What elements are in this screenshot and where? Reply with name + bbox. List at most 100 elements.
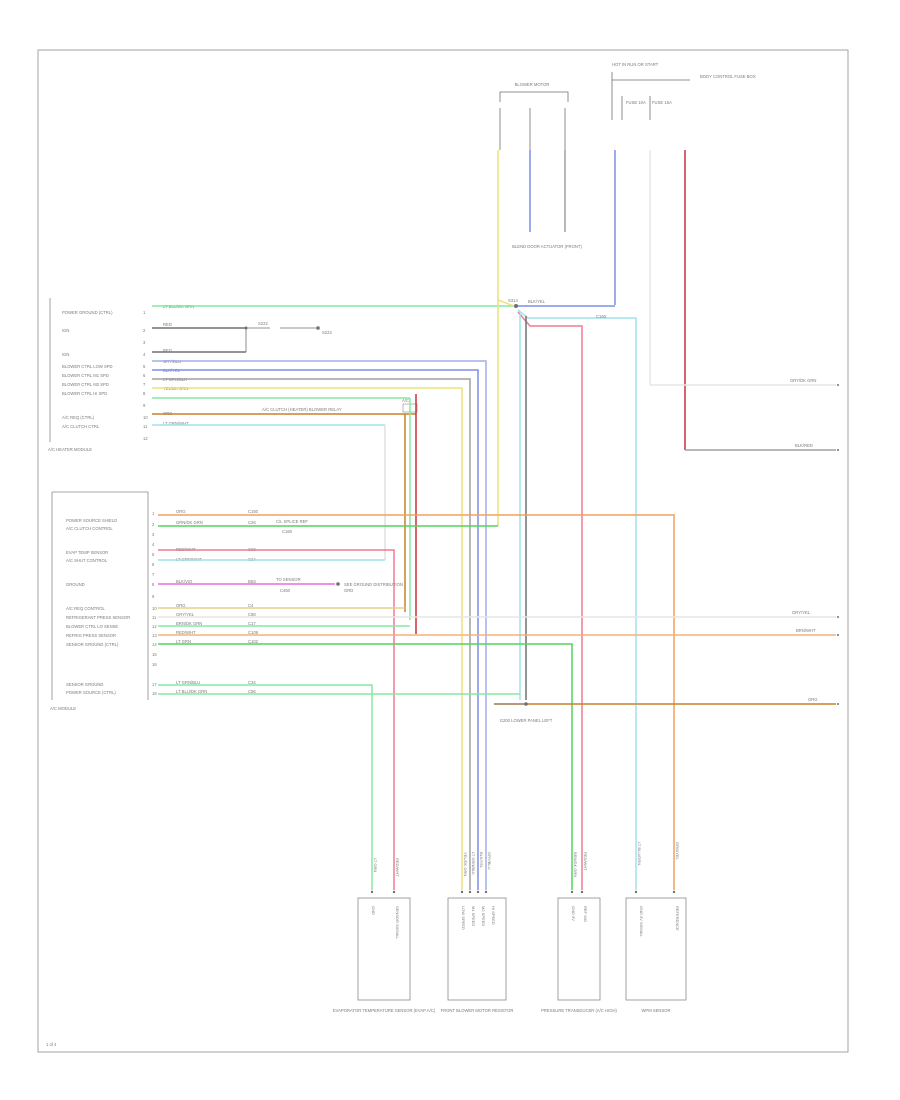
svg-text:BLK/VIO: BLK/VIO: [176, 579, 193, 584]
upper-pin-num-3: 3: [143, 340, 146, 345]
svg-text:BLK/YEL: BLK/YEL: [479, 852, 484, 869]
svg-text:LT GRN/BLK: LT GRN/BLK: [471, 852, 476, 875]
upper-pin-num-7: 7: [143, 382, 146, 387]
splice-area: BLK/YEL S314 C160: [497, 298, 637, 890]
svg-text:POWER SOURCE (CTRL): POWER SOURCE (CTRL): [66, 690, 116, 695]
upper-pin-label-1: POWER GROUND (CTRL): [62, 310, 113, 315]
right-top-label: GRY/DK GRN: [790, 378, 816, 383]
svg-text:BRN/WHT: BRN/WHT: [796, 628, 816, 633]
blend-door-label: BLEND DOOR ACTUATOR (FRONT): [512, 244, 582, 249]
svg-text:A/C CLUTCH CONTROL: A/C CLUTCH CONTROL: [66, 526, 113, 531]
lower-connector: A/C MODULE POWER SOURCE SHIELD A/C CLUTC…: [50, 491, 836, 890]
svg-text:7: 7: [152, 572, 155, 577]
upper-pin-label-6: BLOWER CTRL M1 SPD: [62, 373, 109, 378]
svg-text:11: 11: [152, 615, 157, 620]
svg-text:FRONT BLOWER MOTOR RESISTOR: FRONT BLOWER MOTOR RESISTOR: [441, 1008, 514, 1013]
upper-pin-num-5: 5: [143, 364, 146, 369]
svg-text:B6S: B6S: [248, 579, 256, 584]
upper-pin-num-6: 6: [143, 373, 146, 378]
upper-wire-label-2: RED: [163, 322, 172, 327]
relay-junction: A/C: [384, 394, 418, 634]
svg-text:GRY/BLU: GRY/BLU: [487, 852, 492, 870]
svg-text:REF SIG: REF SIG: [583, 906, 588, 922]
svg-text:C150: C150: [248, 509, 259, 514]
upper-pin-label-7: BLOWER CTRL M2 SPD: [62, 382, 109, 387]
upper-pin-num-9: 9: [143, 403, 146, 408]
svg-text:LT BLU/GRN: LT BLU/GRN: [637, 842, 642, 865]
fuse-box-note: BODY CONTROL FUSE BOX: [700, 74, 756, 79]
svg-text:LT GRN: LT GRN: [176, 639, 191, 644]
svg-text:18: 18: [152, 691, 157, 696]
upper-connector: A/C HEATER MODULE POWER GROUND (CTRL) IG…: [48, 298, 516, 890]
svg-text:12: 12: [152, 624, 157, 629]
svg-text:M2 SPEED: M2 SPEED: [481, 906, 486, 926]
svg-text:GND 5V: GND 5V: [571, 906, 576, 921]
upper-pin-num-12: 12: [143, 436, 148, 441]
fuse-b-label: FUSE 15A: [652, 100, 672, 105]
svg-text:LT BLU/DK GRN: LT BLU/DK GRN: [176, 689, 207, 694]
svg-text:EVAP TEMP SENSOR: EVAP TEMP SENSOR: [66, 550, 108, 555]
svg-text:17: 17: [152, 682, 157, 687]
svg-text:C109: C109: [248, 630, 259, 635]
blower-motor-label: BLOWER MOTOR: [515, 82, 550, 87]
upper-pin-num-4: 4: [143, 352, 146, 357]
footer-code: 1 of 4: [46, 1042, 57, 1047]
svg-text:15: 15: [152, 652, 157, 657]
near-splice-label: S222: [322, 330, 332, 335]
svg-text:6: 6: [152, 562, 155, 567]
svg-text:PRESSURE TRANSDUCER (A/C HIGH): PRESSURE TRANSDUCER (A/C HIGH): [541, 1008, 617, 1013]
pressure-transducer: [557, 897, 601, 1001]
upper-pin-num-11: 11: [143, 424, 148, 429]
svg-text:C56: C56: [248, 689, 256, 694]
fuse-box-label: HOT IN RUN OR START: [612, 62, 659, 67]
svg-text:GRY/YEL: GRY/YEL: [176, 612, 195, 617]
bottom-components: LT GRN RED/WHT YEL/DK GRN LT GRN/BLK BLK…: [333, 842, 687, 1013]
svg-text:10: 10: [152, 606, 157, 611]
svg-text:GROUND: GROUND: [66, 582, 85, 587]
svg-text:ORG/YEL: ORG/YEL: [675, 842, 680, 861]
svg-text:C17: C17: [248, 621, 256, 626]
svg-text:3: 3: [152, 532, 155, 537]
svg-text:1: 1: [152, 511, 155, 516]
svg-text:SENSOR SIGNAL: SENSOR SIGNAL: [395, 906, 400, 939]
upper-pin-num-10: 10: [143, 415, 148, 420]
upper-pin-label-5: BLOWER CTRL LOW SPD: [62, 364, 113, 369]
upper-pin-label-11: A/C CLUTCH CTRL: [62, 424, 100, 429]
magenta-note: TO SENSOR: [276, 577, 301, 582]
svg-text:EVAPORATOR TEMPERATURE SENSOR: EVAPORATOR TEMPERATURE SENSOR (EVAP A/C): [333, 1008, 436, 1013]
lower-connector-name: A/C MODULE: [50, 706, 76, 711]
upper-pin-label-2: IGN: [62, 328, 69, 333]
svg-text:C34: C34: [248, 680, 256, 685]
svg-text:5: 5: [152, 552, 155, 557]
svg-text:8: 8: [152, 582, 155, 587]
right-edge-ticks: [837, 384, 839, 705]
svg-text:RED/WHT: RED/WHT: [395, 858, 400, 877]
blower-motor-group: BLOWER MOTOR: [499, 82, 569, 150]
svg-text:LT GRN/BLU: LT GRN/BLU: [176, 680, 200, 685]
svg-text:REFERENCE: REFERENCE: [675, 906, 680, 931]
upper-pin-label-4: IGN: [62, 352, 69, 357]
top-wires: BLEND DOOR ACTUATOR (FRONT): [497, 150, 686, 450]
svg-text:S222: S222: [258, 321, 268, 326]
fuse-a-label: FUSE 10A: [626, 100, 646, 105]
upper-pin-num-1: 1: [143, 310, 146, 315]
blower-motor-resistor: [447, 897, 507, 1001]
svg-text:SENSOR GROUND: SENSOR GROUND: [66, 682, 103, 687]
wpm-sensor: [625, 897, 687, 1001]
right-mid-label: BLK/RED: [795, 443, 813, 448]
magenta-box-label: SEE GROUND DISTRIBUTION: [344, 582, 403, 587]
svg-text:S314: S314: [508, 298, 518, 303]
svg-text:GRD: GRD: [344, 588, 353, 593]
svg-text:SENSOR GROUND (CTRL): SENSOR GROUND (CTRL): [66, 642, 119, 647]
svg-text:REFRIGERANT PRESS SENSOR: REFRIGERANT PRESS SENSOR: [66, 615, 130, 620]
center-ground-label: G200 LOWER PANEL LEFT: [500, 718, 553, 723]
svg-text:C26: C26: [248, 520, 256, 525]
diagram-frame: [37, 49, 849, 1053]
evap-temp-sensor: [357, 897, 411, 1001]
svg-text:A/C SHUT CONTROL: A/C SHUT CONTROL: [66, 558, 108, 563]
svg-text:BLK/YEL: BLK/YEL: [528, 299, 546, 304]
svg-text:14: 14: [152, 642, 157, 647]
svg-text:C160: C160: [596, 314, 607, 319]
svg-text:LT GRN: LT GRN: [373, 858, 378, 872]
